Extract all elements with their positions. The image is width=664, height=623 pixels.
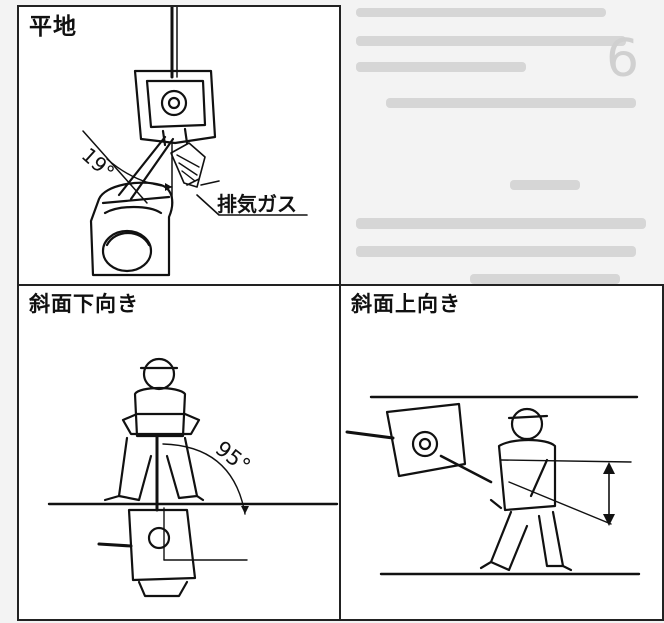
panel-title: 平地 <box>29 14 77 40</box>
uphill-illustration <box>345 395 641 576</box>
panel-downhill: 斜面下向き <box>17 284 341 621</box>
downhill-illustration: 95° <box>47 357 339 598</box>
exhaust-label: 排気ガス <box>217 192 297 216</box>
flat-ground-illustration: 19° 排気ガス <box>77 7 308 277</box>
exhaust-cloud-icon <box>170 142 206 188</box>
chainsaw-icon <box>345 402 493 484</box>
panel-flat-ground: 平地 <box>17 5 341 286</box>
panel-title: 斜面上向き <box>351 292 461 316</box>
operator-figure-icon <box>103 357 205 502</box>
page-number-fragment: 6 <box>606 29 639 89</box>
chainsaw-icon <box>97 434 197 598</box>
panel-title: 斜面下向き <box>29 292 139 316</box>
angle-label-95: 95° <box>211 436 255 478</box>
panel-uphill: 斜面上向き <box>339 284 664 621</box>
chainsaw-icon <box>133 7 217 147</box>
operator-figure-icon <box>479 407 573 572</box>
angle-label-19: 19° <box>77 143 119 185</box>
